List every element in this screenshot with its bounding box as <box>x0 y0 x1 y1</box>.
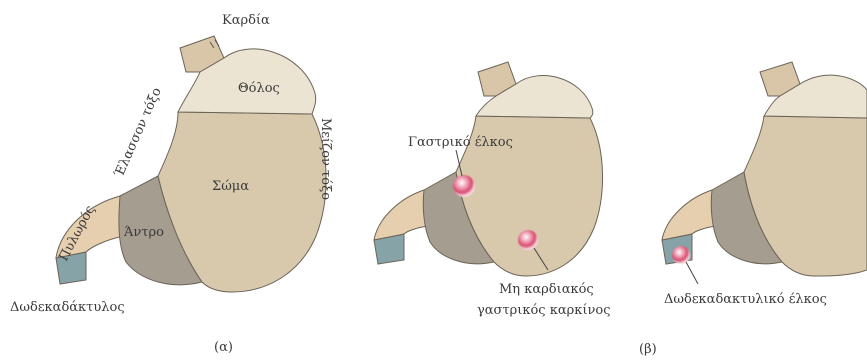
figure-a: Καρδία Θόλος Έλασσον τόξο Μείζον τόξο Σώ… <box>10 13 333 355</box>
label-karkinos-line2: γαστρικός καρκίνος <box>477 303 611 318</box>
label-tholos: Θόλος <box>238 81 280 96</box>
caption-a: (α) <box>214 340 233 355</box>
label-soma: Σώμα <box>212 179 249 194</box>
label-dodekadaktyliko-elkos: Δωδεκαδακτυλικό έλκος <box>664 292 827 307</box>
label-kardia: Καρδία <box>222 13 270 28</box>
figure-b-gastric: Γαστρικό έλκος Μη καρδιακός γαστρικός κα… <box>374 62 657 357</box>
label-elasson-toxo: Έλασσον τόξο <box>112 85 165 179</box>
gastric-ulcer-lesion <box>453 175 475 197</box>
caption-b: (β) <box>639 342 657 357</box>
label-meizon-toxo: Μείζον τόξο <box>318 118 333 200</box>
label-karkinos-line1: Μη καρδιακός <box>499 282 594 297</box>
label-gastriko-elkos: Γαστρικό έλκος <box>408 135 513 150</box>
pylorus-b <box>374 190 428 240</box>
duodenal-ulcer-lesion <box>672 246 690 264</box>
leader-duodenal-ulcer <box>686 262 698 284</box>
label-dodekadaktylos: Δωδεκαδάκτυλος <box>10 300 125 315</box>
gastric-cancer-lesion <box>518 230 538 250</box>
figure-b-duodenal: Δωδεκαδακτυλικό έλκος <box>662 62 867 307</box>
label-antro: Άντρο <box>123 225 164 240</box>
pylorus-c <box>662 190 716 240</box>
